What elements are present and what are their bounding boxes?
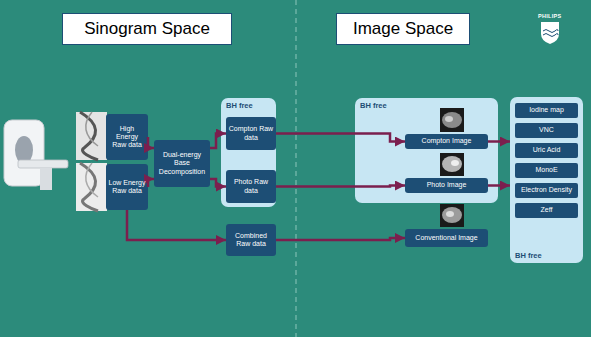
node-text: Combined Raw data xyxy=(228,232,274,248)
flow-arrow xyxy=(276,238,405,240)
output-box: Uric Acid xyxy=(515,143,578,158)
group-panel: BH freeCompton Raw dataPhoto Raw data xyxy=(221,98,276,207)
process-box: Conventional Image xyxy=(405,229,488,247)
space-title-box: Sinogram Space xyxy=(62,13,232,45)
node-text: Photo Image xyxy=(427,181,467,189)
ct-thumbnail xyxy=(440,204,464,227)
node-text: Dual-energy Base Decomposition xyxy=(156,151,208,175)
process-box: Photo Image xyxy=(405,178,488,193)
process-box: Compton Raw data xyxy=(226,117,276,150)
panel-heading: BH free xyxy=(355,98,498,113)
process-box: Combined Raw data xyxy=(226,224,276,256)
philips-shield xyxy=(541,22,559,44)
flow-arrow xyxy=(210,179,226,187)
space-title-box: Image Space xyxy=(336,13,470,45)
flow-arrow xyxy=(488,184,510,187)
ct-scanner xyxy=(4,120,68,190)
flow-arrow xyxy=(148,179,154,187)
sinogram-image xyxy=(76,112,107,211)
process-box: Dual-energy Base Decomposition xyxy=(154,140,210,187)
group-panel: BH freeCompton ImagePhoto Image xyxy=(355,98,498,203)
output-box: Zeff xyxy=(515,203,578,218)
node-text: Uric Acid xyxy=(533,146,561,154)
node-text: Compton Raw data xyxy=(228,125,274,141)
node-text: Zeff xyxy=(541,206,553,214)
node-text: Iodine map xyxy=(529,106,564,114)
panel-heading: BH free xyxy=(221,98,276,113)
flow-arrow xyxy=(127,210,226,240)
node-text: Electron Density xyxy=(521,186,572,194)
process-box: High Energy Raw data xyxy=(106,114,148,160)
process-box: Compton Image xyxy=(405,134,488,149)
node-text: MonoE xyxy=(535,166,557,174)
node-text: Sinogram Space xyxy=(84,19,210,39)
flow-arrow xyxy=(210,134,226,149)
node-text: Image Space xyxy=(353,19,453,39)
flow-arrow xyxy=(276,134,405,142)
divider-line xyxy=(295,0,296,337)
flow-arrow xyxy=(276,186,405,187)
group-panel: BH free Iodine mapVNC Uric AcidMonoE Electr… xyxy=(510,97,583,263)
output-box: MonoE xyxy=(515,163,578,178)
process-box: Low Energy Raw data xyxy=(106,164,148,210)
output-box: Electron Density xyxy=(515,183,578,198)
process-box: Photo Raw data xyxy=(226,170,276,203)
panel-heading: BH free xyxy=(510,248,583,263)
output-box: VNC xyxy=(515,123,578,138)
node-text: Conventional Image xyxy=(415,234,477,242)
flow-arrow xyxy=(148,137,154,148)
node-text: High Energy Raw data xyxy=(108,125,146,149)
flow-arrow xyxy=(488,140,510,143)
logo-text: PHILIPS xyxy=(538,13,562,19)
ct-thumbnail xyxy=(440,108,464,132)
ct-thumbnail xyxy=(440,153,464,176)
node-text: Low Energy Raw data xyxy=(108,179,146,195)
node-text: Compton Image xyxy=(422,137,472,145)
output-box: Iodine map xyxy=(515,103,578,118)
node-text: Photo Raw data xyxy=(228,178,274,194)
node-text: VNC xyxy=(539,126,554,134)
